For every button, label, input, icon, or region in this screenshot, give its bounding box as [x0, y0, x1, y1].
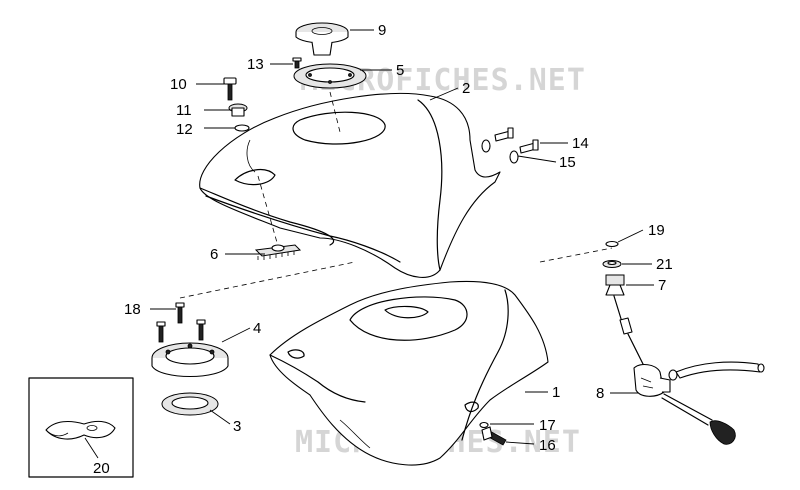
washer-19: [605, 240, 619, 248]
detail-box-20: [28, 377, 134, 478]
fuel-tap-8: [613, 295, 765, 445]
callout-20: 20: [93, 460, 110, 477]
callout-1: 1: [552, 384, 560, 401]
bush-11: [228, 103, 248, 117]
nut-21: [602, 260, 622, 268]
assembly-line-right: [539, 247, 613, 263]
screw-16: [481, 426, 507, 446]
assembly-line-clip: [257, 175, 279, 247]
leader-lines: [84, 29, 654, 459]
assembly-line-left: [179, 261, 356, 299]
screw-10: [223, 77, 237, 101]
tank-cover-upper: [199, 92, 501, 278]
tank-lower: [269, 280, 549, 466]
callout-4: 4: [253, 320, 261, 337]
callout-2: 2: [462, 80, 470, 97]
callout-16: 16: [539, 437, 556, 454]
washer-17: [479, 421, 489, 429]
callout-6: 6: [210, 246, 218, 263]
callout-11: 11: [176, 102, 192, 119]
flange-4: [151, 342, 229, 378]
screws-14: [494, 127, 539, 154]
callout-10: 10: [170, 76, 187, 93]
filler-cap: [295, 22, 349, 56]
callout-3: 3: [233, 418, 241, 435]
callout-9: 9: [378, 22, 386, 39]
callout-labels: 1 2 3 4 5 6 7 8 9 10 11 12 13 14 15 16 1…: [93, 22, 673, 477]
screw-13: [292, 57, 302, 69]
gasket-3: [161, 392, 219, 416]
callout-13: 13: [247, 56, 264, 73]
callout-8: 8: [596, 385, 604, 402]
washer-12: [234, 124, 250, 132]
union-7: [605, 274, 625, 296]
callout-14: 14: [572, 135, 589, 152]
callout-17: 17: [539, 417, 556, 434]
callout-19: 19: [648, 222, 665, 239]
assembly-line-cap: [329, 91, 341, 133]
callout-15: 15: [559, 154, 576, 171]
washers-15: [481, 139, 519, 164]
callout-7: 7: [658, 277, 666, 294]
callout-18: 18: [124, 301, 141, 318]
clip-6: [254, 244, 302, 260]
callout-12: 12: [176, 121, 193, 138]
cap-ring: [293, 63, 367, 89]
callout-5: 5: [396, 62, 404, 79]
callout-21: 21: [656, 256, 673, 273]
screws-18: [156, 302, 206, 343]
